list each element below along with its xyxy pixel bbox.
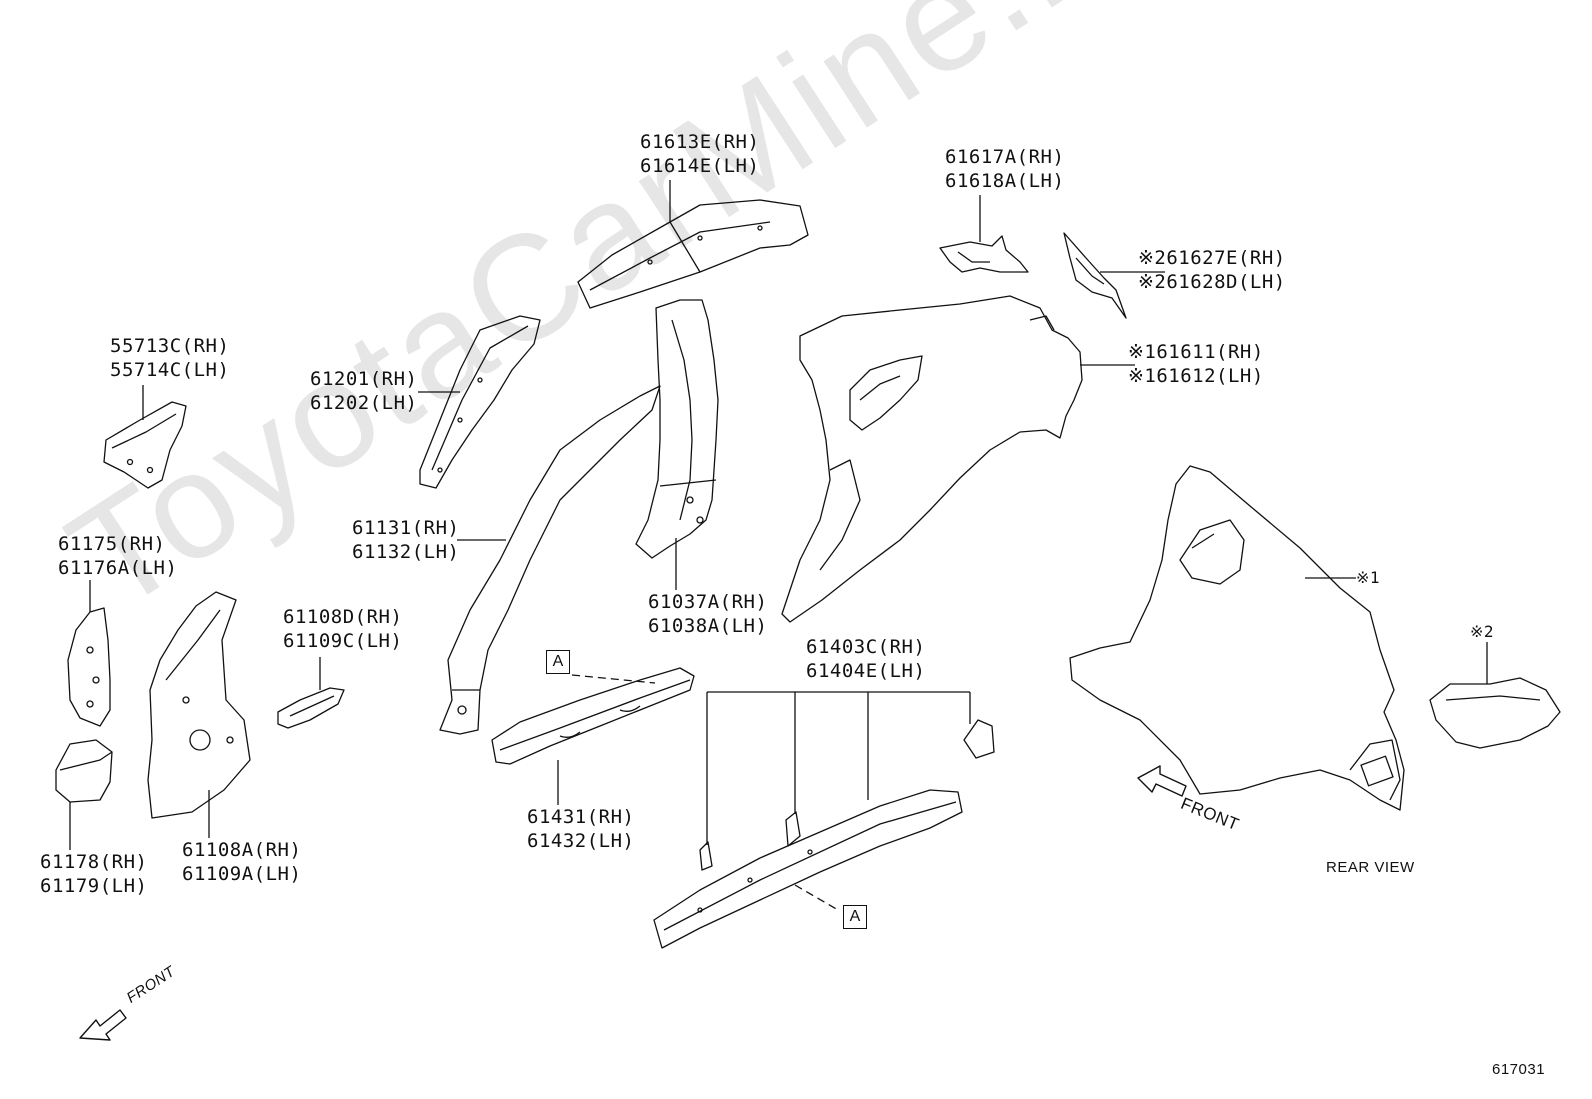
- bracket-61617: [939, 235, 1029, 273]
- rear-view-quarter-panel: [1069, 465, 1405, 811]
- front-arrow-icon: [79, 1009, 127, 1041]
- leader-a-top: [571, 674, 656, 684]
- bracket-55713: [103, 401, 187, 489]
- rear-view-label: REAR VIEW: [1326, 859, 1415, 876]
- part-label-61613: 61613E(RH)61614E(LH): [640, 131, 760, 177]
- part-label-61403: 61403C(RH)61404E(LH): [806, 636, 926, 682]
- note-2-label: ※2: [1470, 622, 1495, 641]
- part-label-61131: 61131(RH)61132(LH): [352, 517, 460, 563]
- part-label-61037: 61037A(RH)61038A(LH): [648, 591, 768, 637]
- part-label-61178: 61178(RH)61179(LH): [40, 851, 148, 897]
- pillar-61201: [419, 315, 541, 489]
- bracket-61178: [55, 739, 113, 803]
- bracket-61627: [1063, 232, 1127, 319]
- rear-bracket-note2: [1429, 677, 1561, 749]
- pillar-61131: [439, 385, 661, 735]
- reference-box-a-bottom: A: [843, 905, 867, 929]
- pillar-lower-61175: [67, 607, 111, 727]
- note-1-label: ※1: [1356, 568, 1381, 587]
- part-label-61611: ※161611(RH)※161612(LH): [1128, 341, 1264, 387]
- center-pillar-61037: [635, 299, 719, 559]
- part-label-61175: 61175(RH)61176A(LH): [58, 533, 178, 579]
- part-label-61617: 61617A(RH)61618A(LH): [945, 146, 1065, 192]
- part-label-61431: 61431(RH)61432(LH): [527, 806, 635, 852]
- bracket-61108d: [277, 687, 345, 729]
- reference-box-a-top: A: [546, 650, 570, 674]
- part-label-61627: ※261627E(RH)※261628D(LH): [1138, 247, 1286, 293]
- part-label-61108a: 61108A(RH)61109A(LH): [182, 839, 302, 885]
- leader-a-bottom: [794, 884, 839, 911]
- part-label-61108d: 61108D(RH)61109C(LH): [283, 606, 403, 652]
- diagram-id: 617031: [1492, 1061, 1546, 1078]
- rocker-panel-61403: [653, 789, 963, 949]
- rocker-brackets: [699, 719, 995, 871]
- rocker-sill-61431: [491, 667, 695, 765]
- leader-61403: [706, 691, 971, 845]
- quarter-panel-61611: [781, 295, 1083, 623]
- front-arrow-rear-icon: [1137, 765, 1187, 797]
- a-pillar-61108a: [147, 591, 251, 819]
- part-label-55713: 55713C(RH)55714C(LH): [110, 335, 230, 381]
- part-label-61201: 61201(RH)61202(LH): [310, 368, 418, 414]
- roof-side-rail-part: [577, 199, 809, 309]
